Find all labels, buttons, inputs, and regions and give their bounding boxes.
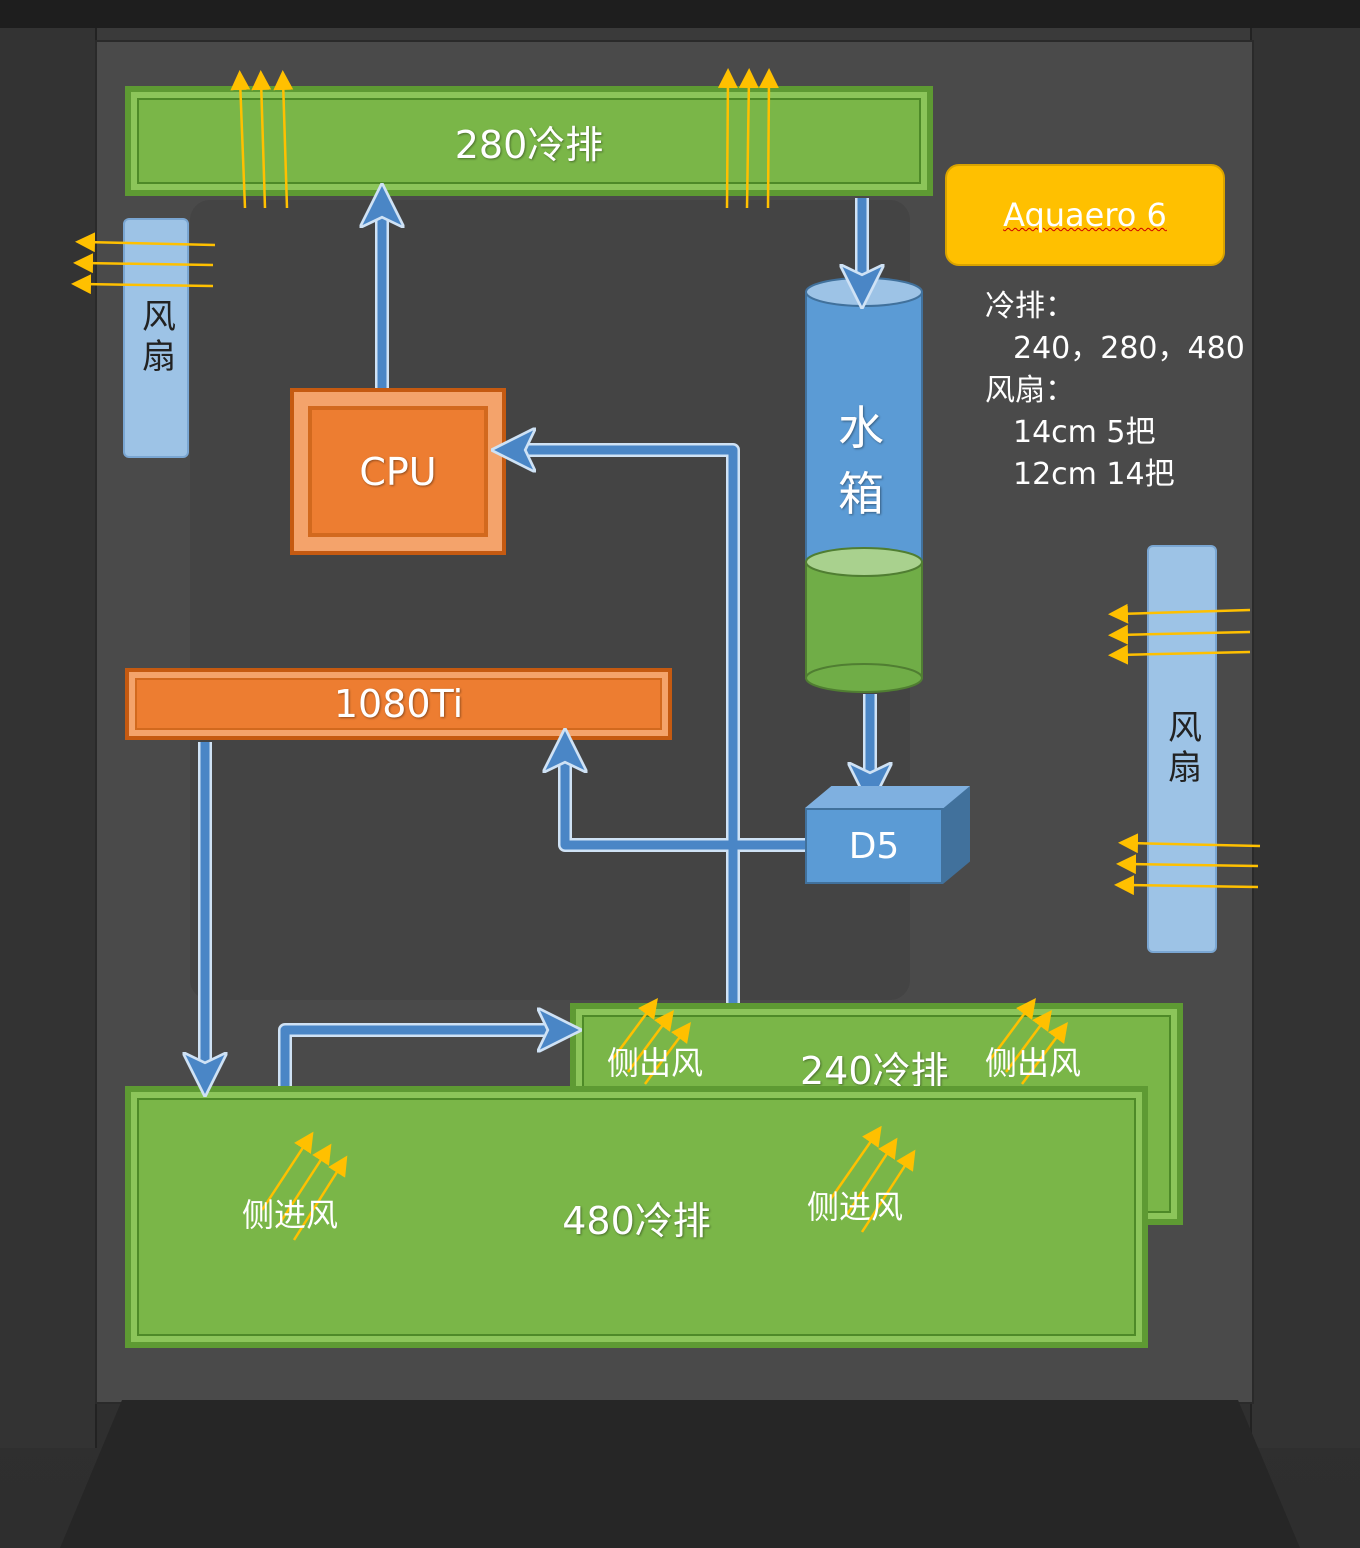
reservoir xyxy=(805,277,923,693)
reservoir-label: 水箱 xyxy=(838,401,884,521)
d5-label: D5 xyxy=(848,825,900,867)
info-radiators-label: 冷排： xyxy=(985,289,1075,324)
pipes xyxy=(205,198,870,1086)
radiator-480-label: 480冷排 xyxy=(562,1198,711,1243)
motherboard-tray xyxy=(190,200,910,1000)
spec-info: 冷排： 240，280，480 风扇： 14cm 5把 12cm 14把 xyxy=(985,286,1245,496)
radiator-280-label: 280冷排 xyxy=(454,122,604,167)
d5-pump: D5 xyxy=(805,808,943,884)
info-fans-label: 风扇： xyxy=(985,373,1075,408)
airflow-label-out-2: 侧出风 xyxy=(985,1044,1082,1082)
gpu-label: 1080Ti xyxy=(333,682,464,726)
airflow-label-in-2: 侧进风 xyxy=(807,1188,904,1226)
radiator-480: 480冷排 xyxy=(125,1086,1148,1348)
aquaero-label: Aquaero 6 xyxy=(1003,196,1167,234)
fan-left-label: 风扇 xyxy=(135,298,176,378)
pipe-d5-to-gpu xyxy=(565,755,805,850)
radiator-280: 280冷排 xyxy=(125,86,933,196)
fan-left: 风扇 xyxy=(123,218,189,458)
airflow-label-out-1: 侧出风 xyxy=(607,1044,704,1082)
info-fans-120: 12cm 14把 xyxy=(1013,457,1175,492)
pipe-240-to-cpu xyxy=(518,450,738,1003)
radiator-240-label: 240冷排 xyxy=(800,1049,949,1093)
fan-right-label: 风扇 xyxy=(1161,709,1202,789)
aquaero-controller: Aquaero 6 xyxy=(945,164,1225,266)
pipe-480-to-240 xyxy=(280,1030,555,1086)
airflow-arrows xyxy=(71,68,1261,1241)
cpu-label: CPU xyxy=(359,449,437,494)
info-radiators-value: 240，280，480 xyxy=(1013,331,1245,366)
case-right-panel xyxy=(1250,28,1360,1448)
d5-pump-top xyxy=(805,786,970,808)
case-floor xyxy=(60,1400,1300,1548)
info-fans-140: 14cm 5把 xyxy=(1013,415,1156,450)
airflow-label-in-1: 侧进风 xyxy=(242,1196,339,1234)
